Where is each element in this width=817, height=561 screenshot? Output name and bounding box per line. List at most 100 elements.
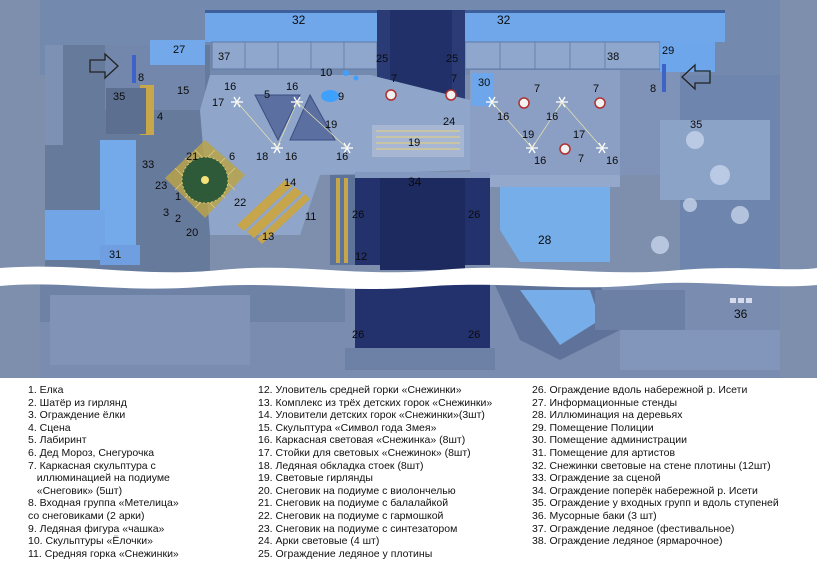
legend-item: 7. Каркасная скульптура с [28,459,156,472]
legend-item: 35. Ограждение у входных групп и вдоль с… [532,497,779,510]
legend-item: «Снеговик» (5шт) [28,484,123,497]
entrance-arrow-right [681,63,711,91]
left-building [100,140,136,250]
map-label-l30: 30 [478,77,490,89]
map-label-l24: 24 [443,116,455,128]
map-label-l14: 14 [284,177,296,189]
legend-item: 33. Ограждение за сценой [532,472,661,485]
map-label-l2: 2 [175,213,181,225]
map-label-l19c: 19 [522,129,534,141]
legend-item: 12. Уловитель средней горки «Снежинки» [258,384,462,396]
legend-item: 36. Мусорные баки (3 шт) [532,510,657,522]
map-label-l32b: 32 [497,13,511,27]
map-label-l35a: 35 [113,91,125,103]
map-label-l31: 31 [109,249,121,261]
map-label-l36: 36 [734,307,748,321]
map-label-l35b: 35 [690,119,702,131]
admin-room [472,73,494,106]
artists-room [100,245,140,265]
map-label-l21: 21 [186,151,198,163]
map-label-l27: 27 [173,44,185,56]
legend-item: 21. Снеговик на подиуме с балалайкой [258,497,449,510]
map-label-l25b: 25 [446,53,458,65]
legend-item: 31. Помещение для артистов [532,447,676,459]
legend-item: 4. Сцена [28,421,71,434]
legend-item: 26. Ограждение вдоль набережной р. Исети [532,384,748,396]
map-label-l3: 3 [163,207,169,219]
legend-item: со снеговиками (2 арки) [28,510,145,522]
cross-fence [355,172,490,178]
map-label-l33: 33 [142,159,154,171]
map-label-l7a: 7 [391,73,397,85]
map-label-l26a: 26 [352,209,364,221]
map-label-l32a: 32 [292,13,306,27]
map-label-l16c: 16 [285,151,297,163]
ice-fence-festival [211,41,378,70]
map-label-l16b: 16 [286,81,298,93]
garland-tent [165,140,245,218]
maze [254,94,301,142]
kids-slides [237,180,310,244]
map-label-l13: 13 [262,231,274,243]
map-label-l16e: 16 [497,111,509,123]
map-label-l16g: 16 [534,155,546,167]
map-label-l16d: 16 [336,151,348,163]
entrance-arrow-left [89,52,119,80]
entrance-arch-right [662,64,666,92]
map-label-l23: 23 [155,180,167,192]
legend-item: 6. Дед Мороз, Снегурочка [28,447,155,459]
map-label-l29: 29 [662,45,674,57]
legend-item: 37. Ограждение ледяное (фестивальное) [532,522,735,535]
map-label-l7c: 7 [534,83,540,95]
legend-item: 30. Помещение администрации [532,434,687,447]
tree-sculpture-icon [343,70,349,76]
legend-item: 1. Елка [28,384,64,396]
map-label-l22: 22 [234,197,246,209]
map-label-l16a: 16 [224,81,236,93]
legend-item: 38. Ограждение ледяное (ярмарочное) [532,535,723,548]
map-label-l19a: 19 [325,119,337,131]
map-label-l25a: 25 [376,53,388,65]
legend-item: 19. Световые гирлянды [258,472,373,485]
ice-fence-fair [464,41,661,70]
legend-item: 11. Средняя горка «Снежинки» [28,547,179,560]
map-label-l26c: 26 [352,329,364,341]
map-label-l12: 12 [355,251,367,263]
map-break [0,266,817,290]
police-room [660,42,715,72]
garland-lines [236,101,603,149]
legend-item: 14. Уловители детских горок «Снежинки»(3… [258,409,485,422]
map-label-l8b: 8 [650,83,656,95]
legend-item: 15. Скульптура «Символ года Змея» [258,421,437,434]
map-label-l10: 10 [320,67,332,79]
legend-item: 18. Ледяная обкладка стоек (8шт) [258,459,424,472]
map-label-l16f: 16 [546,111,558,123]
map-label-l7b: 7 [451,73,457,85]
legend-item: 10. Скульптуры «Ёлочки» [28,535,153,548]
legend-item: 22. Снеговик на подиуме с гармошкой [258,510,444,522]
map-label-l34: 34 [408,175,422,189]
map-label-l8a: 8 [138,72,144,84]
map-label-l4: 4 [157,111,163,123]
legend-item: 9. Ледяная фигура «чашка» [28,522,165,535]
legend-item: 20. Снеговик на подиуме с виолончелью [258,484,456,497]
entrance-arch-left [132,55,136,83]
river-lower [355,282,490,350]
trees-zone [500,180,610,262]
map-label-l17a: 17 [212,97,224,109]
legend-item: 17. Стойки для световых «Снежинок» (8шт) [258,447,471,459]
legend-item: 5. Лабиринт [28,434,87,447]
legend-item: 34. Ограждение поперёк набережной р. Исе… [532,484,758,497]
map-label-l28: 28 [538,233,552,247]
snowman-sculptures [385,89,606,155]
map-label-l38: 38 [607,51,619,63]
map-label-l20: 20 [186,227,198,239]
legend-item: 25. Ограждение ледяное у плотины [258,547,433,560]
legend-item: 8. Входная группа «Метелица» [28,497,179,510]
map-label-l15: 15 [177,85,189,97]
ice-cup [321,90,339,102]
middle-slide [330,175,355,265]
legend-item: 24. Арки световые (4 шт) [258,535,380,548]
